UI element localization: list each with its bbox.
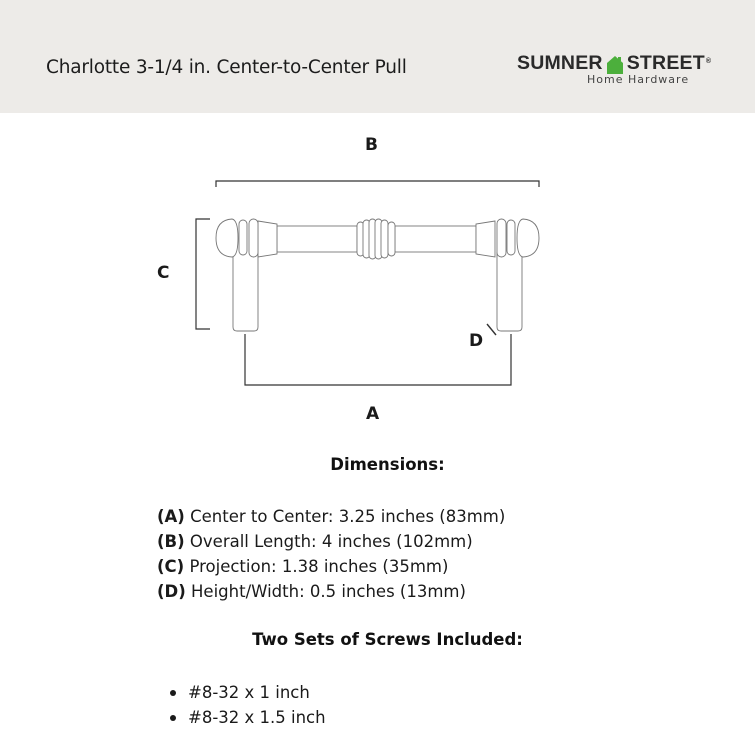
label-c: C (157, 263, 170, 283)
house-icon (606, 56, 623, 74)
logo-brand-right: STREET (626, 52, 705, 74)
logo-brand-left: SUMNER (517, 52, 603, 74)
dimension-b-bracket (215, 180, 540, 187)
brand-logo: SUMNER STREET ® Home Hardware (517, 46, 717, 88)
logo-tagline: Home Hardware (587, 73, 690, 86)
registered-mark: ® (705, 58, 712, 65)
dimension-key: (C) (157, 557, 185, 576)
dimension-key: (A) (157, 507, 185, 526)
dimension-d-tick (486, 323, 497, 336)
label-d: D (469, 331, 484, 351)
bullet-icon (170, 690, 176, 696)
pull-diagram: B C D A (0, 113, 755, 433)
dimension-row-c: (C) Projection: 1.38 inches (35mm) (157, 554, 505, 579)
label-b: B (365, 135, 378, 155)
dimension-key: (B) (157, 532, 185, 551)
screws-list: #8-32 x 1 inch #8-32 x 1.5 inch (170, 680, 326, 730)
bullet-icon (170, 715, 176, 721)
header-band: Charlotte 3-1/4 in. Center-to-Center Pul… (0, 0, 755, 113)
dimension-c-bracket (195, 218, 210, 330)
dimensions-heading: Dimensions: (330, 455, 445, 474)
dimension-value: Overall Length: 4 inches (102mm) (184, 532, 473, 551)
dimension-value: Center to Center: 3.25 inches (83mm) (184, 507, 506, 526)
screw-text: #8-32 x 1 inch (188, 683, 310, 702)
dimensions-list: (A) Center to Center: 3.25 inches (83mm)… (157, 504, 505, 604)
pull-shape (215, 218, 540, 332)
dimension-row-b: (B) Overall Length: 4 inches (102mm) (157, 529, 505, 554)
screw-item: #8-32 x 1 inch (170, 680, 326, 705)
screws-heading: Two Sets of Screws Included: (252, 630, 523, 649)
screw-item: #8-32 x 1.5 inch (170, 705, 326, 730)
pull-line-drawing (195, 180, 540, 386)
label-a: A (366, 404, 380, 424)
logo-wordmark: SUMNER STREET ® (517, 52, 711, 75)
screw-text: #8-32 x 1.5 inch (188, 708, 326, 727)
dimension-a-bracket (244, 334, 512, 386)
product-title: Charlotte 3-1/4 in. Center-to-Center Pul… (46, 57, 407, 78)
dimension-row-d: (D) Height/Width: 0.5 inches (13mm) (157, 579, 505, 604)
dimension-value: Projection: 1.38 inches (35mm) (184, 557, 449, 576)
dimension-value: Height/Width: 0.5 inches (13mm) (185, 582, 466, 601)
dimension-key: (D) (157, 582, 186, 601)
dimension-row-a: (A) Center to Center: 3.25 inches (83mm) (157, 504, 505, 529)
